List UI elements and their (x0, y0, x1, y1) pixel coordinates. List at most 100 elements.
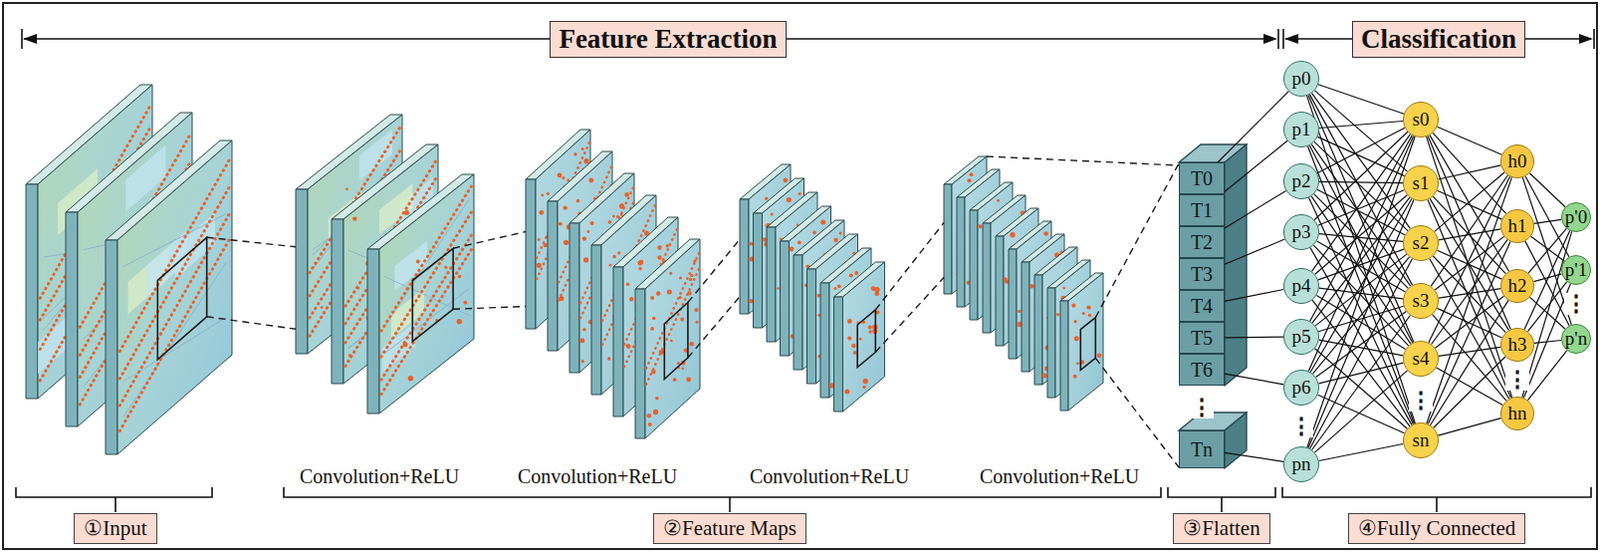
orange-dot (608, 220, 613, 225)
node-text: hn (1508, 402, 1528, 425)
orange-dot (579, 337, 585, 343)
connection-line (1308, 135, 1413, 371)
slab-edge (1021, 261, 1030, 372)
node-text: T6 (1190, 358, 1213, 382)
slab-edge (569, 223, 580, 373)
orange-dot (849, 273, 854, 278)
orange-dot (679, 295, 683, 299)
section-label: ②Feature Maps (653, 512, 807, 544)
input-neuron: p1 (1283, 111, 1320, 148)
orange-dot (1082, 311, 1086, 315)
orange-dot (1029, 283, 1034, 288)
slab-edge (982, 223, 991, 333)
orange-dot (1003, 276, 1008, 281)
section-label: ①Input (73, 512, 157, 544)
orange-dot (1042, 372, 1048, 378)
connection-line (1309, 197, 1414, 424)
orange-dot (996, 199, 1000, 203)
node-text: T4 (1190, 294, 1213, 318)
orange-dot (844, 389, 850, 395)
feature-map-slab (367, 174, 474, 414)
connection-line (1317, 127, 1405, 173)
flatten-cell: T0 (1178, 162, 1225, 195)
orange-dot (537, 237, 541, 241)
connection-line (1426, 177, 1513, 424)
node-text: h3 (1508, 333, 1528, 356)
connection-line (1319, 181, 1403, 183)
orange-dot (650, 326, 655, 331)
orange-dot (586, 229, 590, 233)
orange-dot (626, 282, 630, 286)
connection-line (1431, 239, 1508, 345)
connection-line (1224, 289, 1284, 302)
orange-dot (540, 194, 544, 198)
flatten-cell: T2 (1178, 226, 1225, 258)
connection-line (1319, 121, 1403, 129)
orange-dot (647, 413, 653, 419)
orange-dot (969, 172, 974, 177)
orange-dot (624, 192, 630, 198)
connection-line (1312, 315, 1411, 451)
input-neuron: p3 (1283, 214, 1320, 250)
connection-line (1438, 165, 1502, 180)
orange-dot (345, 187, 349, 191)
map-road (384, 288, 470, 355)
slab-edge (739, 199, 749, 314)
orange-dot (408, 375, 414, 381)
orange-dot (581, 147, 585, 151)
node-text: s2 (1412, 231, 1430, 254)
orange-dot (692, 258, 696, 262)
bracket-stem (114, 496, 117, 512)
projection-dashed-line (1095, 357, 1179, 467)
connection-line (1307, 95, 1416, 424)
connection-line (1429, 258, 1510, 400)
orange-dot (764, 197, 768, 201)
orange-dot (847, 318, 853, 324)
slab-face (379, 174, 474, 414)
feature-map-slab (635, 238, 700, 439)
orange-dot (629, 296, 634, 301)
slab-edge (591, 244, 602, 395)
node-text: Tn (1190, 438, 1213, 461)
connection-line (1319, 362, 1404, 384)
connection-line (1317, 136, 1404, 176)
connection-line (1433, 356, 1506, 428)
connection-line (1437, 249, 1503, 279)
orange-dot (820, 220, 826, 226)
connection-line (1427, 241, 1511, 425)
input-neuron: pn (1283, 446, 1320, 482)
orange-dot (352, 216, 357, 221)
connection-line (1221, 140, 1288, 195)
orange-dot (558, 222, 563, 227)
flatten-3d-faces (1178, 144, 1247, 468)
connection-line (1318, 305, 1404, 332)
slab-edge (65, 212, 78, 427)
orange-dot (652, 316, 657, 321)
connection-line (1312, 299, 1410, 427)
projection-dashed-line (986, 156, 1179, 166)
hidden-neuron: s4 (1402, 340, 1439, 377)
arrowhead (1579, 33, 1594, 44)
slab-edge (834, 296, 844, 412)
orange-dot (638, 266, 643, 271)
orange-dot (693, 307, 698, 312)
node-text: p4 (1292, 274, 1312, 297)
orange-track (119, 213, 229, 406)
slab-edge (1047, 287, 1056, 398)
orange-dot (673, 377, 678, 382)
node-text: s0 (1412, 108, 1430, 131)
orange-dot (657, 254, 662, 259)
orange-dot (689, 273, 694, 278)
orange-dot (616, 215, 620, 219)
flatten-cell: T5 (1178, 321, 1225, 354)
orange-track (381, 233, 472, 380)
orange-dot (789, 246, 794, 251)
node-text: s3 (1412, 289, 1430, 312)
connection-line (1531, 235, 1565, 261)
projection-dashed-line (453, 231, 526, 249)
hidden-neuron: hn (1500, 396, 1535, 431)
orange-dot (561, 176, 565, 180)
orange-dot (558, 295, 564, 301)
orange-dot (462, 300, 467, 305)
